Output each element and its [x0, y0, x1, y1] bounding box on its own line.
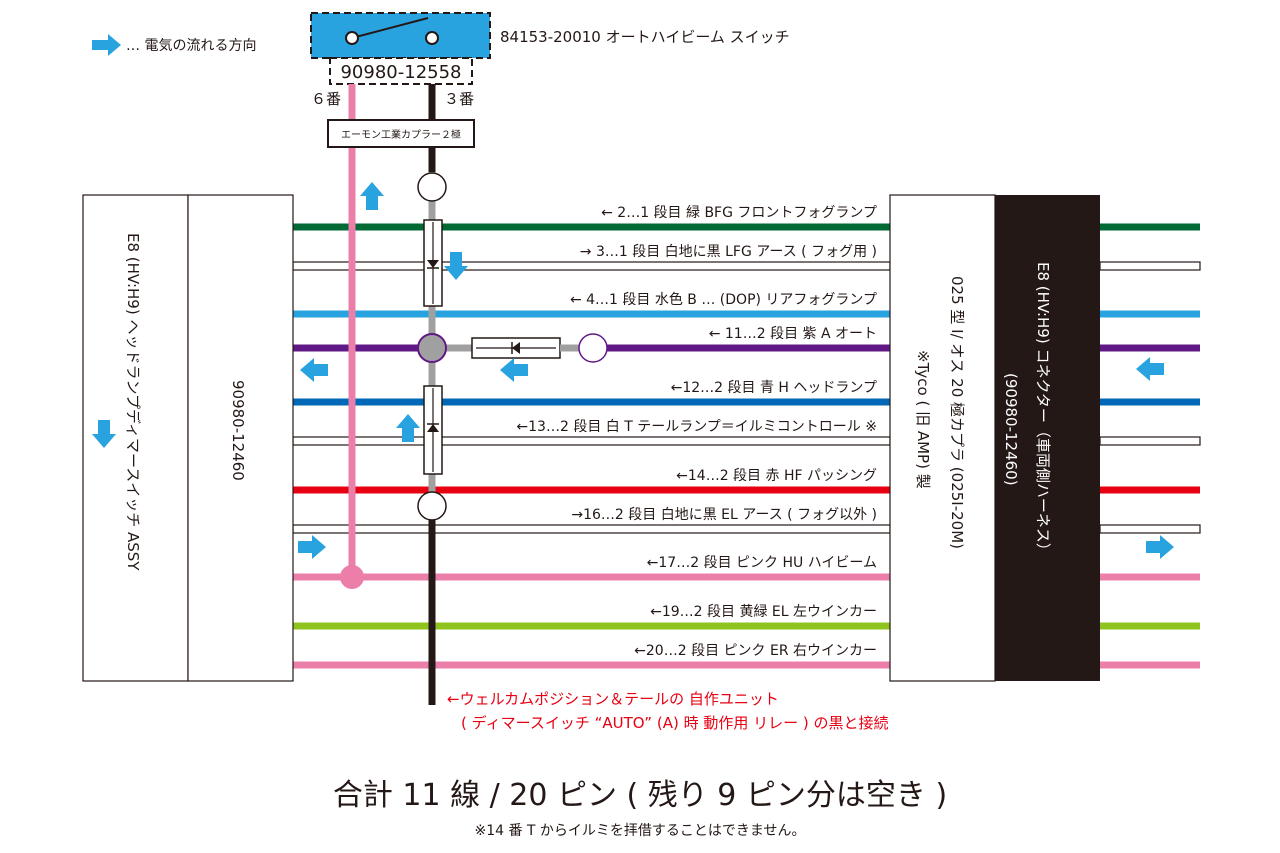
flow-arrow-right-icon	[298, 535, 326, 559]
left-connector-box	[187, 194, 294, 682]
left-connector-part: 90980-12460	[229, 380, 247, 481]
wire-8-left	[292, 524, 891, 534]
flow-arrow-left-icon	[1136, 357, 1164, 381]
pin-3-label: ３番	[444, 90, 474, 108]
diode-symbol-horizontal	[512, 342, 520, 354]
wire-label-7: ←14…2 段目 赤 HF パッシング	[676, 468, 877, 484]
flow-arrow-down-icon	[444, 252, 468, 280]
flow-arrow-down-icon	[92, 420, 116, 448]
wire-2-right	[1099, 261, 1201, 271]
switch-terminal-right	[425, 31, 439, 45]
right-harness-part: (90980-12460)	[1002, 373, 1020, 486]
diode-module-upper	[417, 172, 468, 340]
wire-2-left	[292, 261, 891, 271]
wire-label-2: → 3…1 段目 白地に黒 LFG アース ( フォグ用 )	[580, 244, 877, 260]
flow-arrow-left-icon	[500, 358, 528, 382]
coupler-box	[327, 119, 475, 148]
flow-arrow-up-icon	[360, 182, 384, 210]
wire-label-9: ←17…2 段目 ピンク HU ハイビーム	[647, 555, 877, 571]
wire-6-left	[292, 436, 891, 446]
switch-connector-box	[329, 57, 473, 85]
pink-junction-dot	[340, 565, 364, 589]
wire-label-1: ← 2…1 段目 緑 BFG フロントフォグランプ	[601, 205, 877, 221]
legend-text: … 電気の流れる方向	[126, 38, 256, 54]
right-assembly: 025 型 I/ オス 20 極カプラ (025I-20M) ※Tyco ( 旧…	[889, 194, 1100, 682]
junction-ring-top	[417, 172, 447, 202]
wire-label-3: ← 4…1 段目 水色 B … (DOP) リアフォグランプ	[570, 291, 877, 308]
diode-symbol-lower	[427, 424, 439, 432]
right-connector-maker: ※Tyco ( 旧 AMP) 製	[914, 350, 932, 489]
pin-6-label: ６番	[311, 90, 341, 108]
switch-contact	[351, 17, 429, 39]
diode-module-lower	[396, 348, 447, 521]
wire-label-10: ←19…2 段目 黄緑 EL 左ウインカー	[650, 603, 877, 620]
footnote: ※14 番 T からイルミを拝借することはできません。	[474, 823, 805, 839]
left-assembly: E8 (HV:H9) ヘッドランプディマースイッチ ASSY 90980-124…	[82, 194, 294, 682]
wire-label-11: ←20…2 段目 ピンク ER 右ウインカー	[634, 643, 877, 659]
wire-label-5: ←12…2 段目 青 H ヘッドランプ	[671, 380, 877, 396]
right-harness-name: E8 (HV:H9) コネクター（車両側ハーネス）	[1034, 262, 1052, 558]
right-harness-box	[995, 195, 1100, 681]
wire-label-6: ←13…2 段目 白 T テールランプ＝イルミコントロール ※	[516, 419, 877, 435]
flow-arrow-right-icon	[1146, 535, 1174, 559]
purple-junction-ring	[578, 333, 608, 363]
switch-body	[310, 12, 491, 59]
wire-8-right	[1099, 524, 1201, 534]
switch-terminal-left	[345, 31, 359, 45]
right-connector-box	[889, 194, 996, 682]
wire-label-4: ← 11…2 段目 紫 A オート	[709, 326, 877, 342]
legend: … 電気の流れる方向	[92, 34, 256, 56]
purple-gray-junction	[417, 333, 447, 363]
wire-label-8: →16…2 段目 白地に黒 EL アース ( フォグ以外 )	[571, 507, 877, 523]
diode-symbol-upper	[427, 260, 439, 268]
left-assembly-name: E8 (HV:H9) ヘッドランプディマースイッチ ASSY	[124, 233, 142, 571]
right-connector-type: 025 型 I/ オス 20 極カプラ (025I-20M)	[948, 276, 966, 549]
relay-note-line1: ←ウェルカムポジション＆テールの 自作ユニット	[447, 690, 779, 708]
flow-arrow-icon	[92, 34, 121, 56]
junction-ring-bottom	[417, 491, 447, 521]
coupler-label: エーモン工業カプラー２極	[341, 128, 461, 141]
relay-note-line2: ( ディマースイッチ “AUTO” (A) 時 動作用 リレー ) の黒と接続	[461, 714, 889, 732]
flow-arrow-up-icon	[396, 414, 420, 442]
flow-arrow-left-icon	[300, 358, 328, 382]
switch-name: 84153-20010 オートハイビーム スイッチ	[500, 28, 790, 46]
pin-summary: 合計 11 線 / 20 ピン ( 残り 9 ピン分は空き )	[333, 778, 947, 813]
wire-6-right	[1099, 436, 1201, 446]
auto-highbeam-switch: 84153-20010 オートハイビーム スイッチ 90980-12558	[310, 12, 790, 85]
switch-connector-part: 90980-12558	[340, 62, 461, 83]
diode-module-horizontal	[417, 333, 608, 382]
